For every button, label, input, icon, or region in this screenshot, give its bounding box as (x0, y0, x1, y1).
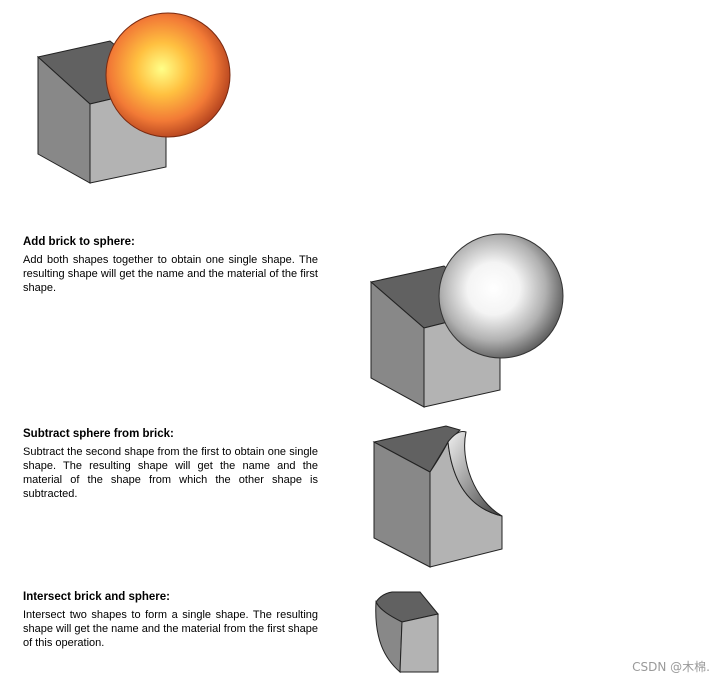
intersect-figure (375, 591, 439, 674)
section-subtract-title: Subtract sphere from brick: (23, 428, 174, 440)
intersect-result-shape (375, 591, 439, 674)
section-intersect-body: Intersect two shapes to form a single sh… (23, 609, 318, 649)
section-intersect-title: Intersect brick and sphere: (23, 591, 170, 603)
section-intersect: Intersect brick and sphere: Intersect tw… (23, 590, 318, 650)
brick-and-sphere-figure (36, 12, 231, 184)
section-add-body: Add both shapes together to obtain one s… (23, 254, 318, 294)
subtract-figure (372, 425, 503, 568)
section-add-title: Add brick to sphere: (23, 236, 135, 248)
orange-sphere-shape (105, 12, 231, 138)
union-figure (369, 233, 564, 408)
section-add: Add brick to sphere: Add both shapes tog… (23, 235, 318, 295)
subtract-result-shape (372, 425, 503, 568)
section-subtract: Subtract sphere from brick: Subtract the… (23, 427, 318, 501)
section-subtract-body: Subtract the second shape from the first… (23, 446, 318, 500)
gray-sphere-shape (438, 233, 564, 359)
watermark-text: CSDN @木棉. (632, 660, 710, 674)
